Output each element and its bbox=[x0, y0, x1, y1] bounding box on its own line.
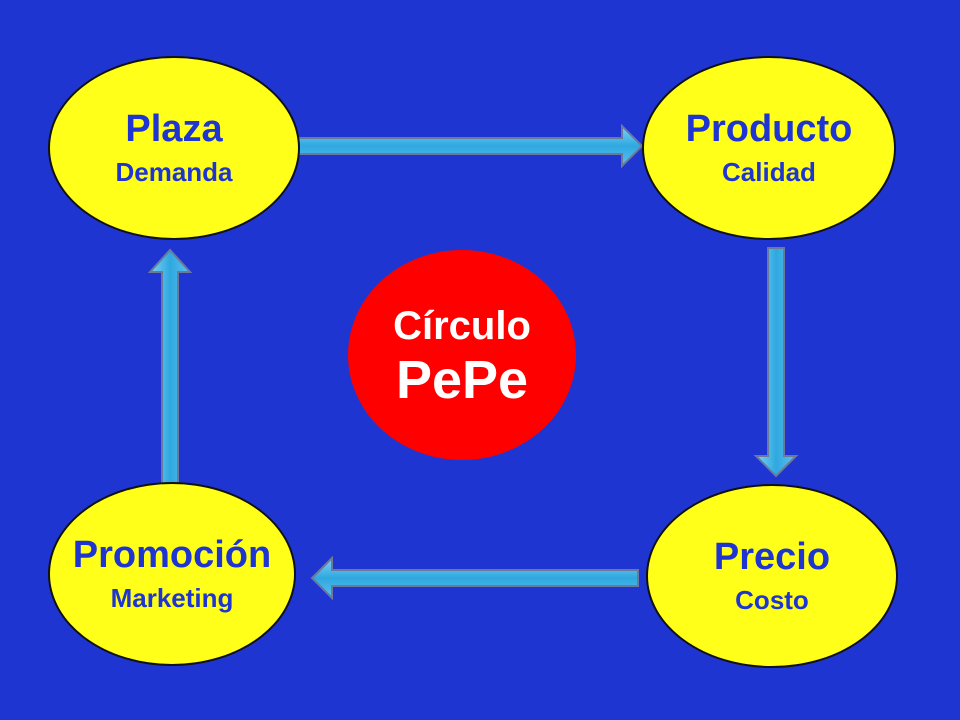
node-precio-subtitle: Costo bbox=[735, 585, 809, 615]
arrow-precio-to-promocion bbox=[310, 555, 639, 601]
arrow-producto-to-precio bbox=[753, 247, 799, 478]
node-plaza-title: Plaza bbox=[125, 108, 223, 150]
node-precio-title: Precio bbox=[713, 536, 831, 578]
center-label-line2: PePe bbox=[395, 350, 529, 410]
node-plaza: Plaza Demanda bbox=[48, 56, 300, 240]
node-promocion-subtitle: Marketing bbox=[110, 583, 234, 613]
node-producto: Producto Calidad bbox=[642, 56, 896, 240]
node-plaza-subtitle: Demanda bbox=[115, 157, 233, 187]
node-precio: Precio Costo bbox=[646, 484, 898, 668]
node-promocion: Promoción Marketing bbox=[48, 482, 296, 666]
arrow-promocion-to-plaza bbox=[147, 248, 193, 485]
arrow-plaza-to-producto bbox=[297, 123, 644, 169]
node-producto-title: Producto bbox=[685, 108, 853, 150]
node-promocion-title: Promoción bbox=[72, 534, 272, 576]
center-label-line1: Círculo bbox=[393, 304, 531, 348]
node-producto-subtitle: Calidad bbox=[722, 157, 816, 187]
center-circle: Círculo PePe bbox=[348, 250, 576, 460]
